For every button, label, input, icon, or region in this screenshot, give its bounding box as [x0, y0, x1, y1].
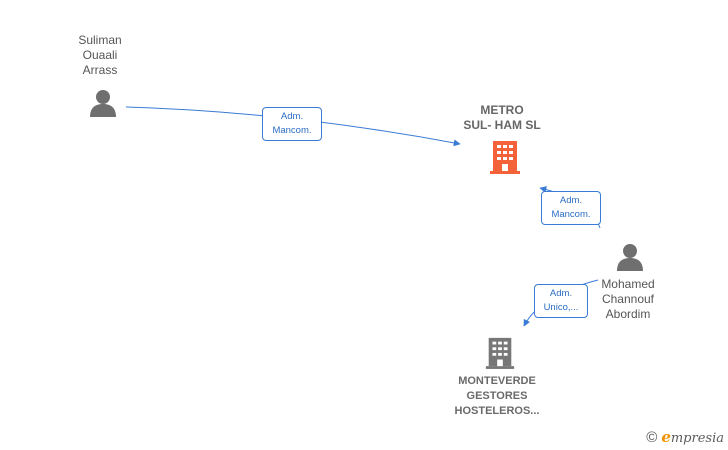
label-line: HOSTELEROS...	[454, 405, 540, 417]
edge-label-mohamed-monteverde[interactable]: Adm. Unico,...	[534, 284, 588, 318]
edge-label-line: Adm.	[280, 111, 304, 122]
label-line: SUL- HAM SL	[463, 118, 541, 132]
brand-logo[interactable]: empresia	[661, 428, 724, 446]
brand-name: mpresia	[670, 431, 724, 446]
company-label-monteverde[interactable]: MONTEVERDE GESTORES HOSTELEROS...	[440, 374, 554, 419]
label-line: METRO	[480, 103, 524, 117]
label-line: Suliman	[78, 33, 122, 47]
company-label-metro[interactable]: METRO SUL- HAM SL	[440, 103, 564, 133]
label-line: Abordim	[605, 307, 651, 321]
edge-label-line: Mancom.	[272, 125, 312, 136]
person-icon[interactable]	[615, 242, 645, 272]
edge-label-line: Adm.	[559, 195, 583, 206]
label-line: Arrass	[82, 63, 118, 77]
building-icon[interactable]	[488, 138, 522, 174]
person-icon[interactable]	[88, 88, 118, 118]
edge-label-line: Adm.	[549, 288, 573, 299]
edge-label-line: Unico,...	[543, 302, 579, 313]
footer-brand: © empresia	[646, 428, 724, 446]
label-line: GESTORES	[466, 390, 528, 402]
label-line: Ouaali	[82, 48, 118, 62]
edge-label-suliman-metro[interactable]: Adm. Mancom.	[262, 107, 322, 141]
edge-label-mohamed-metro[interactable]: Adm. Mancom.	[541, 191, 601, 225]
label-line: Mohamed	[601, 277, 655, 291]
label-line: MONTEVERDE	[458, 375, 536, 387]
building-icon[interactable]	[484, 334, 516, 370]
label-line: Channouf	[601, 292, 655, 306]
copyright-icon: ©	[646, 428, 658, 446]
person-label-mohamed[interactable]: Mohamed Channouf Abordim	[588, 277, 668, 322]
person-label-suliman[interactable]: Suliman Ouaali Arrass	[60, 33, 140, 78]
edge-label-line: Mancom.	[551, 209, 591, 220]
brand-initial: e	[661, 428, 671, 446]
